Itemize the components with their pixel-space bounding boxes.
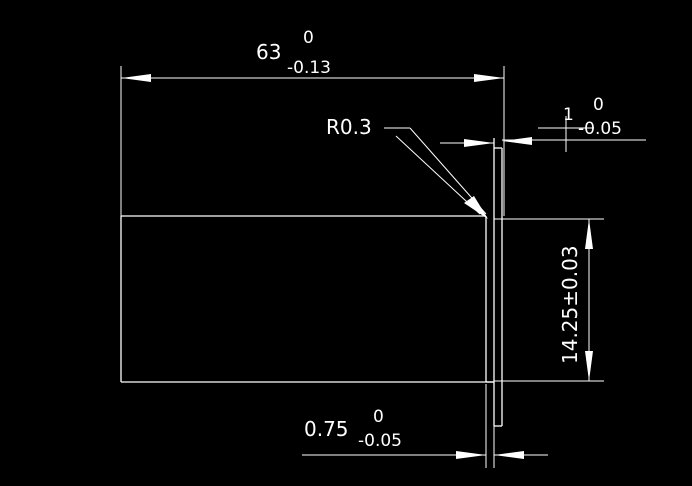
part-outline [120,138,503,427]
height-arrow-bottom [585,351,593,381]
step-width-arrow-left [464,139,494,147]
step-width-lower-tolerance: -0.05 [578,119,622,139]
length-nominal: 63 [256,40,281,64]
height-arrow-top [585,219,593,249]
thickness-arrow-right [494,451,524,459]
radius-arrow [464,196,488,219]
thickness-lower-tolerance: -0.05 [358,431,402,451]
radius-label: R0.3 [326,115,372,139]
height-label: 14.25±0.03 [558,245,582,364]
radius-callout: R0.3 [326,115,488,219]
step-width-arrow-right [502,137,532,145]
step-width-dimension: 1 0 -0.05 [440,95,646,152]
thickness-nominal: 0.75 [304,417,349,441]
radius-leader-line-b [395,135,481,215]
length-arrow-right [474,74,504,82]
length-lower-tolerance: -0.13 [287,58,331,78]
length-dimension: 63 0 -0.13 [120,28,505,216]
step-width-upper-tolerance: 0 [593,95,604,115]
height-dimension: 14.25±0.03 [494,218,604,382]
length-arrow-left [121,74,151,82]
thickness-arrow-left [456,451,486,459]
length-upper-tolerance: 0 [303,28,314,48]
thickness-upper-tolerance: 0 [373,407,384,427]
step-width-nominal: 1 [563,105,574,125]
thickness-dimension: 0.75 0 -0.05 [302,384,548,468]
